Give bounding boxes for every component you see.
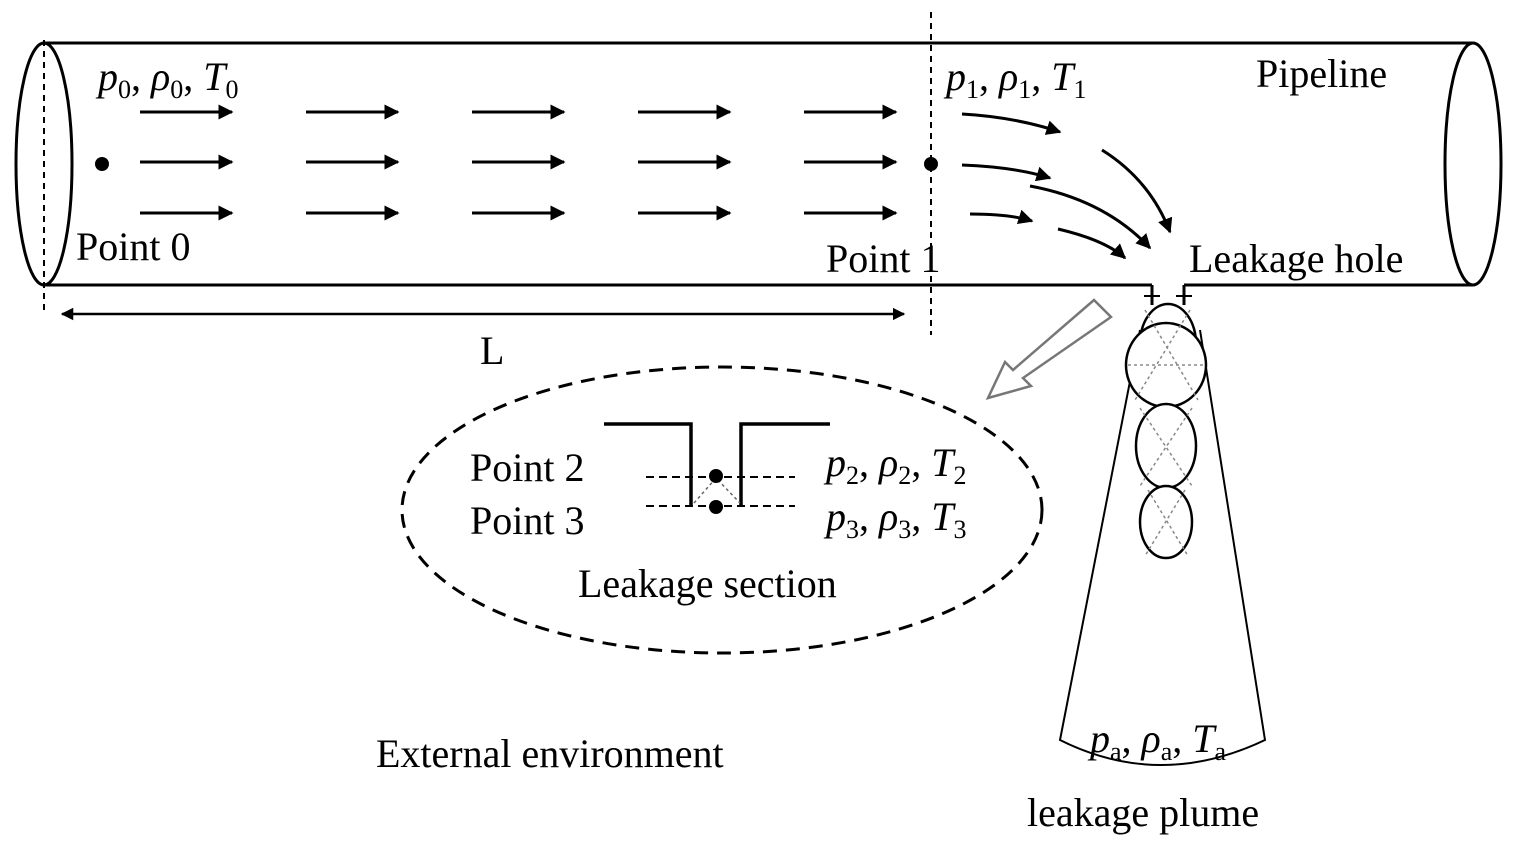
length-label: L bbox=[480, 328, 504, 373]
leak-flow-arrow bbox=[969, 209, 1034, 225]
zoom-pointer-arrow bbox=[985, 298, 1113, 400]
leak-flow-arrow bbox=[1057, 227, 1127, 260]
inset-wall-right bbox=[739, 422, 830, 506]
state-3-label: p3, ρ3, T3 bbox=[823, 494, 966, 544]
leakage-plume bbox=[1058, 302, 1267, 766]
leak-flow-arrow bbox=[961, 163, 1052, 182]
pipeline-label: Pipeline bbox=[1256, 51, 1387, 96]
point-0-label: Point 0 bbox=[76, 224, 190, 269]
state-1-label: p1, ρ1, T1 bbox=[943, 54, 1086, 104]
point-2-label: Point 2 bbox=[470, 445, 584, 490]
point-3-dot bbox=[709, 500, 723, 514]
pipeline bbox=[14, 12, 1503, 335]
state-a-label: pa, ρa, Ta bbox=[1087, 716, 1227, 766]
point-1-label: Point 1 bbox=[826, 236, 940, 281]
leakage-hole bbox=[1144, 285, 1192, 305]
point-1-dot bbox=[924, 157, 938, 171]
point-0-dot bbox=[95, 157, 109, 171]
inset-dashed-ellipse bbox=[400, 365, 1044, 655]
pipe-right-end bbox=[1443, 41, 1503, 287]
inset-flow-path bbox=[693, 476, 741, 504]
leakage-section-label: Leakage section bbox=[578, 561, 837, 606]
state-0-label: p0, ρ0, T0 bbox=[95, 54, 238, 104]
leak-flow-arrow bbox=[961, 112, 1062, 135]
plume-cone bbox=[1058, 329, 1267, 766]
flow-arrows bbox=[140, 104, 898, 221]
leak-flow-arrow bbox=[1101, 148, 1173, 234]
leakage-plume-label: leakage plume bbox=[1027, 790, 1259, 835]
leak-flow-arrows bbox=[961, 112, 1173, 260]
external-environment-label: External environment bbox=[376, 731, 724, 776]
shock-cell bbox=[1134, 402, 1198, 490]
leakage-hole-label: Leakage hole bbox=[1189, 236, 1403, 281]
leakage-section-inset bbox=[400, 365, 1044, 655]
state-2-label: p2, ρ2, T2 bbox=[823, 440, 966, 490]
point-2-dot bbox=[709, 469, 723, 483]
point-3-label: Point 3 bbox=[470, 498, 584, 543]
inset-wall-left bbox=[604, 422, 693, 506]
leak-flow-arrow bbox=[1029, 184, 1152, 250]
